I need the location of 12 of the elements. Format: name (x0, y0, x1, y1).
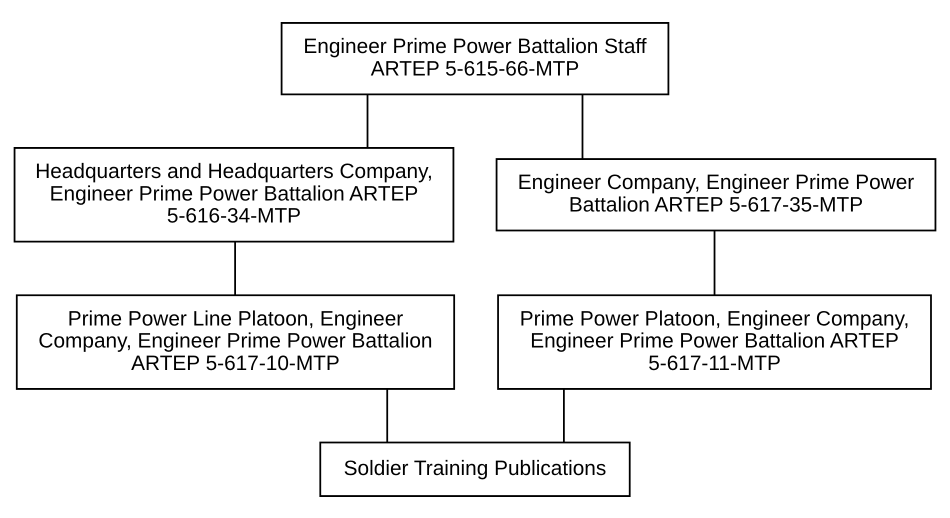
node-box: Prime Power Line Platoon, Engineer Company, Engineer Prime Power Battalion ARTEP 5-617-10-MTP (16, 294, 456, 390)
connector (582, 94, 584, 158)
connector (714, 230, 716, 294)
node-box: Headquarters and Headquarters Company, Engineer Prime Power Battalion ARTEP 5-616-34-MTP (14, 146, 454, 242)
connector (386, 388, 388, 442)
node-box: Engineer Prime Power Battalion Staff ARTEP 5-615-66-MTP (280, 22, 670, 95)
connector (234, 241, 236, 294)
node-box: Engineer Company, Engineer Prime Power Battalion ARTEP 5-617-35-MTP (496, 158, 936, 231)
connector (563, 388, 565, 442)
connector (366, 94, 368, 147)
node-box: Prime Power Platoon, Engineer Company, Engineer Prime Power Battalion ARTEP 5-617-11-MTP (497, 294, 932, 390)
node-box: Soldier Training Publications (319, 441, 631, 496)
